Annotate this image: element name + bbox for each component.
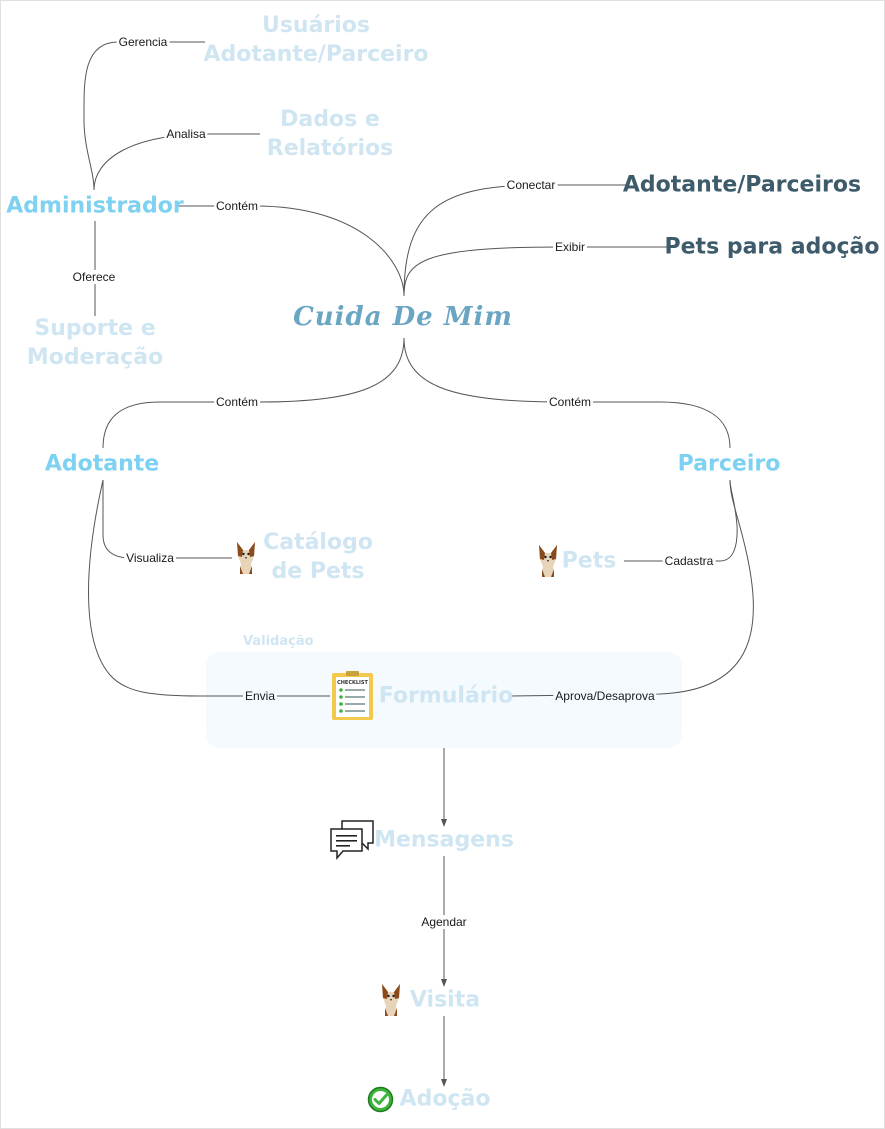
node-mensagens: Mensagens (374, 827, 514, 853)
edge-label-visualiza: Visualiza (124, 551, 176, 565)
edge-exibir (403, 246, 674, 297)
edge-label-analisa: Analisa (164, 127, 208, 141)
node-usuarios: Usuários Adotante/Parceiro (203, 11, 428, 69)
node-dados-line1: Dados e (280, 107, 380, 132)
node-pets: Pets (561, 548, 617, 574)
edge-label-agendar: Agendar (419, 915, 469, 929)
node-catalogo: Catálogo de Pets (263, 528, 373, 586)
edge-label-exibir: Exibir (552, 240, 588, 254)
edge-conectar (403, 184, 628, 297)
node-suporte: Suporte e Moderação (27, 314, 163, 372)
dog-icon (382, 984, 400, 1016)
edge-label-contem-admin: Contém (213, 199, 261, 213)
node-pets-adocao: Pets para adoção (664, 234, 880, 260)
edge-label-oferece: Oferece (70, 270, 118, 284)
dog-icon (539, 545, 557, 577)
node-usuarios-line2: Adotante/Parceiro (203, 42, 429, 67)
validation-group-label: Validação (243, 634, 314, 649)
edge-label-contem-parceiro: Contém (546, 395, 594, 409)
edge-label-cadastra: Cadastra (662, 554, 716, 568)
node-administrador: Administrador (6, 193, 184, 219)
edge-contem-admin (175, 205, 405, 297)
node-suporte-line1: Suporte e (34, 316, 156, 341)
node-usuarios-line1: Usuários (261, 13, 371, 38)
edge-label-aprova: Aprova/Desaprova (553, 689, 657, 703)
chat-bubbles-icon (330, 820, 374, 861)
checklist-icon: CHECKLIST (332, 671, 373, 720)
edge-analisa (93, 133, 260, 191)
node-catalogo-line1: Catálogo (263, 530, 373, 555)
node-dados-line2: Relatórios (266, 136, 394, 161)
node-adotante: Adotante (44, 451, 160, 477)
edge-visualiza (102, 480, 232, 559)
edge-aprova (509, 479, 754, 697)
edge-contem-adotante (102, 337, 405, 449)
node-adotante-parceiros: Adotante/Parceiros (622, 172, 862, 198)
edge-gerencia (83, 41, 205, 191)
edge-label-envia: Envia (242, 689, 278, 703)
edge-label-gerencia: Gerencia (116, 35, 170, 49)
node-suporte-line2: Moderação (26, 345, 164, 370)
edge-cadastra (624, 479, 738, 562)
node-adocao: Adoção (399, 1086, 491, 1112)
check-circle-icon (367, 1086, 394, 1113)
center-node: Cuida De Mim (293, 302, 513, 332)
node-visita: Visita (409, 987, 481, 1013)
node-catalogo-line2: de Pets (271, 559, 365, 584)
edge-label-conectar: Conectar (504, 178, 558, 192)
dog-icon (237, 542, 255, 574)
edge-contem-parceiro (403, 337, 731, 449)
node-dados: Dados e Relatórios (267, 105, 393, 163)
edge-label-contem-adotante: Contém (213, 395, 261, 409)
node-formulario: Formulário (378, 683, 514, 709)
checklist-header: CHECKLIST (337, 680, 368, 686)
node-parceiro: Parceiro (677, 451, 781, 477)
edge-envia (88, 479, 330, 697)
